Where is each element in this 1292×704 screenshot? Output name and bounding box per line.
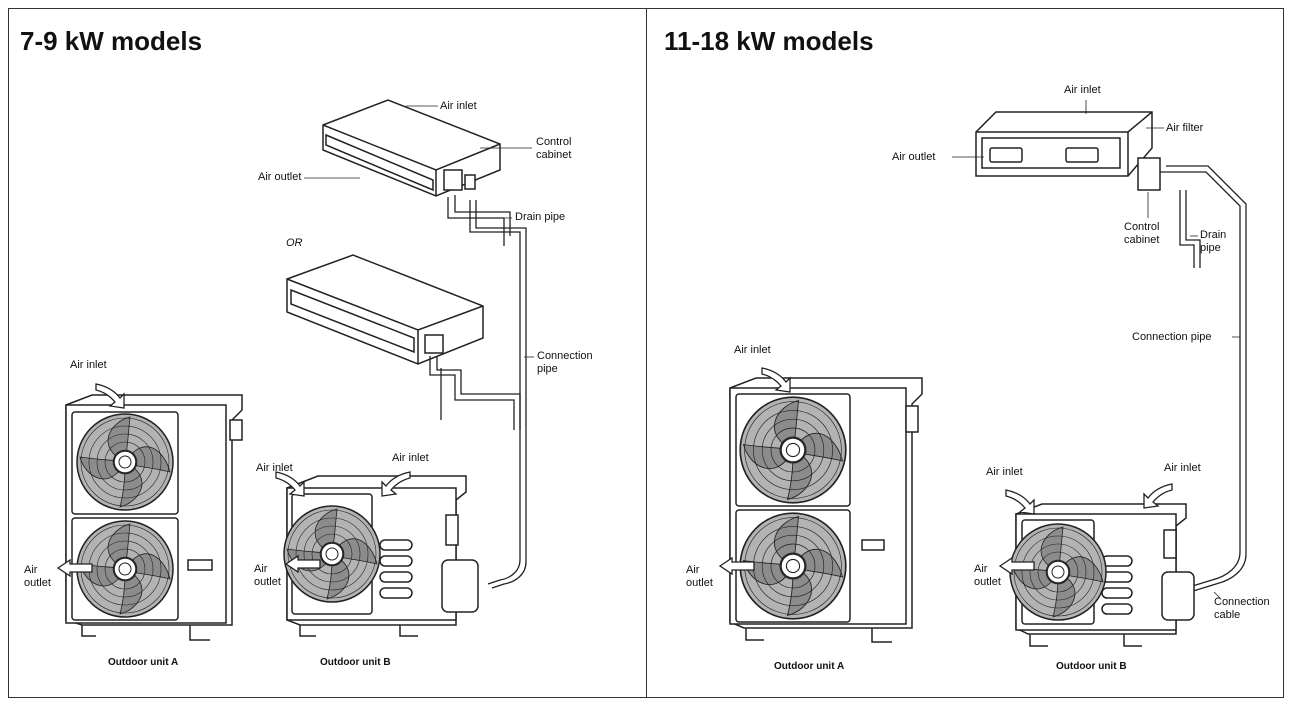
label-air-outlet-unit-a-right-line2: outlet [686,577,713,589]
label-air-outlet-unit-b-line1: Air [254,563,268,575]
caption-outdoor-unit-a-left: Outdoor unit A [108,657,179,668]
label-control-cabinet-line2: cabinet [536,149,572,161]
left-panel-title: 7-9 kW models [20,26,203,56]
label-control-cabinet-right-line1: Control [1124,221,1160,233]
label-connection-pipe-right: Connection pipe [1132,331,1212,343]
caption-outdoor-unit-b-right: Outdoor unit B [1056,661,1127,672]
label-air-inlet-unit-b-left-right: Air inlet [986,466,1023,478]
label-air-outlet-unit-b-line2: outlet [254,576,281,588]
left-indoor-unit-2 [286,254,484,365]
left-leader-lines [304,105,534,358]
label-drain-pipe-right-line1: Drain [1200,229,1227,241]
label-connection-cable-line1: Connection [1214,596,1270,608]
label-air-inlet-indoor: Air inlet [440,100,477,112]
label-drain-pipe: Drain pipe [515,211,566,223]
label-air-inlet-indoor-right: Air inlet [1064,84,1101,96]
label-air-outlet-unit-b-right-line1: Air [974,563,988,575]
label-connection-pipe-line1: Connection [537,350,593,362]
right-panel-title: 11-18 kW models [664,26,874,56]
label-connection-pipe-line2: pipe [537,363,558,375]
label-air-inlet-unit-a: Air inlet [70,359,107,371]
label-air-outlet-unit-b-right-line2: outlet [974,576,1001,588]
label-or: OR [286,237,303,249]
label-control-cabinet-right-line2: cabinet [1124,234,1160,246]
caption-outdoor-unit-a-right: Outdoor unit A [774,661,845,672]
label-air-inlet-unit-a-right: Air inlet [734,344,771,356]
panel-divider [646,8,647,698]
label-drain-pipe-right-line2: pipe [1200,242,1221,254]
right-arrow-inlet-b1 [1005,489,1035,515]
label-air-outlet-indoor-right: Air outlet [892,151,936,163]
label-connection-cable-line2: cable [1214,609,1241,621]
label-control-cabinet-line1: Control [536,136,572,148]
label-air-inlet-unit-b-left: Air inlet [256,462,293,474]
caption-outdoor-unit-b-left: Outdoor unit B [320,657,391,668]
label-air-outlet-unit-a-line1: Air [24,564,38,576]
label-air-outlet-indoor: Air outlet [258,171,302,183]
label-air-outlet-unit-a-right-line1: Air [686,564,700,576]
right-indoor-unit [975,111,1161,191]
right-leader-lines [952,100,1240,599]
left-indoor-unit-1 [322,99,501,197]
label-air-inlet-unit-b-right: Air inlet [392,452,429,464]
label-air-inlet-unit-b-right-right: Air inlet [1164,462,1201,474]
label-air-outlet-unit-a-line2: outlet [24,577,51,589]
left-pipes [429,195,527,589]
right-pipes [1160,165,1247,593]
label-air-filter: Air filter [1166,122,1204,134]
